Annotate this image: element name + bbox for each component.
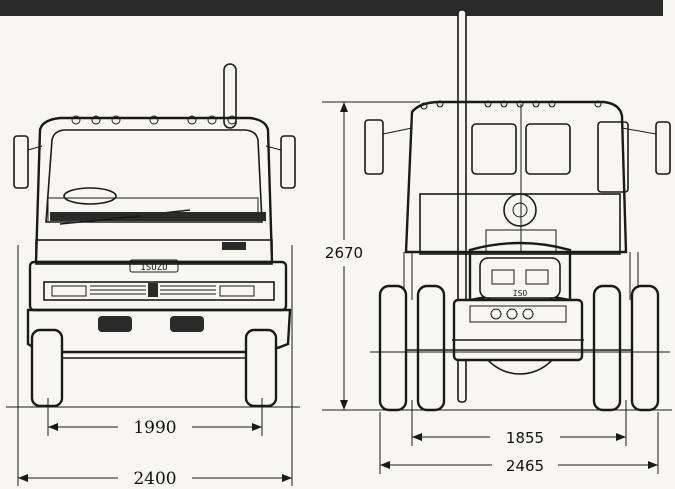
rear-track-dimension: 1855 (411, 400, 627, 447)
front-width-label: 2400 (133, 469, 176, 489)
rear-height-dimension: 2670 (322, 101, 420, 410)
svg-text:ISO: ISO (513, 289, 528, 298)
front-track-dimension: 1990 (47, 398, 263, 438)
rear-view-truck: ISO (364, 9, 671, 412)
front-width-dimension: 2400 (17, 245, 293, 489)
rear-width-dimension: 2465 (379, 412, 659, 475)
rear-width-label: 2465 (506, 457, 544, 475)
front-view-truck: ISUZU (13, 63, 296, 408)
front-track-label: 1990 (133, 418, 176, 438)
rear-height-label: 2670 (325, 244, 363, 262)
rear-track-label: 1855 (506, 429, 544, 447)
svg-text:ISUZU: ISUZU (140, 263, 167, 273)
header-bar (0, 0, 663, 16)
